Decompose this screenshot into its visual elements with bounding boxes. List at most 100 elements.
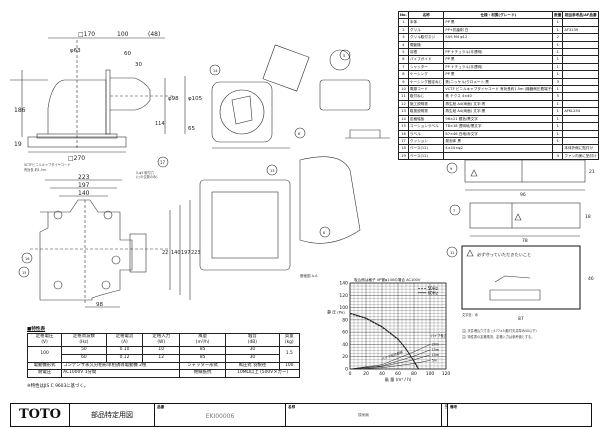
dim-text: 186	[14, 107, 26, 114]
spec-header: 定格電圧(V)	[26, 333, 63, 347]
parts-cell: 1	[552, 122, 564, 131]
parts-cell: 18	[398, 144, 409, 153]
annotation: 10m	[432, 353, 440, 357]
y-tick-label: 100	[339, 305, 348, 311]
parts-cell	[562, 33, 599, 42]
parts-cell: 再生紙 A4(両面) 文字:黒	[443, 107, 554, 116]
dim-text: 140	[171, 250, 181, 256]
dim-text: φ63	[70, 48, 81, 54]
balloon-text: 13	[270, 169, 274, 173]
parts-cell: 鉄(ニッケル)クロメート 黒	[443, 77, 554, 87]
parts-header-row: No.名称仕様・材質(グレード)数量相当参考品/AF品番	[398, 10, 599, 20]
name-cell: 名称換気扇	[286, 404, 442, 426]
dim-text: (48)	[148, 31, 160, 38]
x-tick-label: 60	[395, 371, 401, 377]
spec-value: 100	[278, 361, 301, 371]
balloon-17	[157, 156, 169, 168]
parts-cell: 17	[398, 136, 409, 146]
spec-label: 羽根径	[253, 362, 267, 368]
parts-cell: PP 黒	[443, 70, 554, 79]
parts-cell: 2	[552, 33, 564, 42]
parts-cell: -	[443, 40, 554, 50]
balloon-text: 5	[343, 54, 345, 58]
pipe-curve-20m	[349, 344, 431, 370]
parts-cell: パイプガイド	[407, 55, 445, 64]
legend-label: 50Hz	[428, 286, 438, 291]
parts-cell	[562, 99, 599, 109]
y-tick-label: 80	[342, 317, 348, 323]
dim-text: 96	[520, 192, 526, 198]
parts-cell: 1	[552, 136, 564, 146]
spec-header-text: 定格周波数	[72, 334, 95, 340]
dim-text: 223	[78, 174, 90, 181]
dim-text: 87	[518, 316, 524, 322]
parts-cell: PP 黒	[443, 18, 554, 27]
pipe-curve-5m	[349, 360, 431, 370]
parts-cell: 96×21 銀色/黒文字	[443, 114, 554, 124]
x-tick-label: 80	[411, 371, 417, 377]
spec-header-text: (V)	[41, 340, 48, 345]
spec-cell: 0.12	[105, 353, 144, 363]
spec-value: 風圧式	[238, 362, 252, 368]
parts-cell	[562, 114, 599, 124]
parts-cell: 3	[398, 33, 409, 42]
spec-note: ※特性はJIS C 9603に基づく。	[27, 384, 89, 389]
balloon-text: 16	[25, 257, 29, 261]
x-axis-label: 風 量 (m³ / h)	[385, 376, 412, 383]
dim-text: 60	[124, 51, 131, 57]
dim-text: φ98	[168, 96, 179, 102]
spec-header-text: 定格入力	[152, 334, 170, 340]
parts-cell: ケーシング固定ねじ	[407, 77, 445, 87]
dim-text: 197	[181, 250, 191, 256]
parts-cell: ファン内側に貼付け	[562, 151, 599, 161]
parts-cell: 87×46 白地/赤文字	[443, 129, 554, 138]
parts-cell: シャッター	[407, 62, 445, 72]
dim-text: 22	[162, 250, 168, 256]
remarks-label: 備考	[450, 405, 458, 409]
parts-cell: 9	[398, 77, 409, 87]
parts-cell: ラベル	[407, 129, 445, 138]
parts-cell: 5	[552, 92, 564, 101]
x-tick-label: 100	[426, 371, 435, 377]
label-title: 必ず守っていただきたいこと	[477, 251, 531, 258]
parts-cell: 1	[552, 18, 564, 27]
drawing-canvas: □170 100 (48) φ63 60 30 186 φ98 φ105 114…	[10, 31, 595, 383]
parts-cell: 1	[552, 85, 564, 94]
spec-header-text: (Hz)	[79, 340, 89, 345]
parts-cell: 施工説明書	[407, 99, 445, 109]
parts-cell: 8	[398, 70, 409, 79]
x-tick-label: 120	[442, 371, 451, 377]
spec-label: 絶縁抵抗	[179, 369, 227, 379]
parts-cell: 1	[552, 48, 564, 57]
balloon-text: 9	[450, 167, 452, 171]
parts-cell: 電源コード	[407, 85, 445, 94]
parts-cell: 1	[552, 107, 564, 116]
parts-cell	[562, 136, 599, 146]
parts-cell: AFKL254	[562, 107, 599, 116]
spec-header-text: 騒音	[247, 334, 257, 340]
spec-header: 騒音(dB)	[225, 333, 280, 347]
x-tick-label: 0	[349, 371, 352, 377]
spec-header-text: 風量	[198, 334, 208, 340]
parts-cell: グリル	[407, 25, 445, 35]
parts-cell: PP 黒	[443, 55, 554, 64]
dim-text: 21	[589, 169, 595, 175]
parts-cell: ベース(12)	[407, 151, 445, 161]
dim-text: 197	[78, 182, 90, 189]
balloon-text: 14	[213, 69, 218, 73]
parts-cell	[562, 55, 599, 64]
dim-text: 223	[191, 250, 201, 256]
parts-cell: 取付ねじ	[407, 92, 445, 101]
parts-cell: 10	[398, 85, 409, 94]
y-tick-label: 60	[342, 330, 348, 336]
parts-cell: ベース(12)	[407, 144, 445, 153]
